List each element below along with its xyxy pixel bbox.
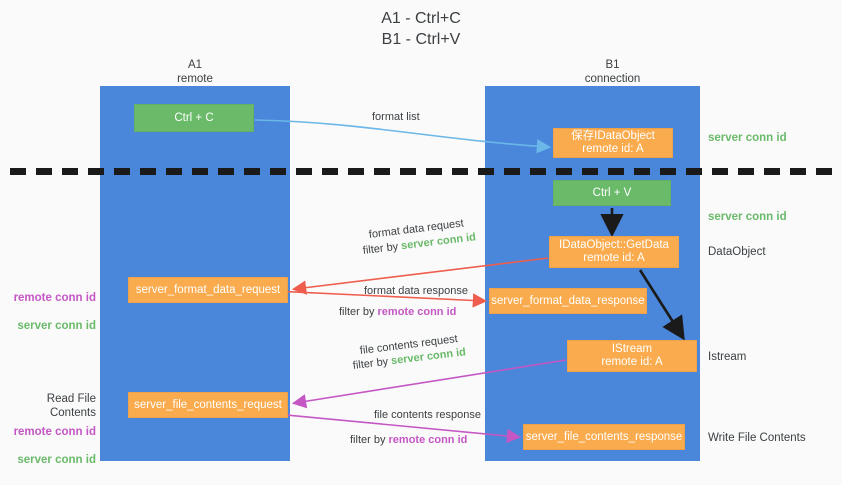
arrow-label-file-contents-response-filter: filter by remote conn id xyxy=(350,433,467,448)
note-remote-conn-id-1: remote conn id xyxy=(13,292,96,304)
note-conn-ids-lower: remote conn id server conn id xyxy=(8,411,96,467)
note-server-conn-id-2: server conn id xyxy=(17,454,96,466)
column-header-a1: A1 remote xyxy=(177,59,213,85)
box-server-format-data-request[interactable]: server_format_data_request xyxy=(128,277,288,303)
box-server-file-contents-response[interactable]: server_file_contents_response xyxy=(523,424,685,450)
box-server-format-data-response[interactable]: server_format_data_response xyxy=(489,288,647,314)
box-idataobject[interactable]: 保存IDataObject remote id: A xyxy=(553,128,673,158)
arrow-label-file-contents-response: file contents response xyxy=(374,409,482,421)
filter-prefix: filter by xyxy=(350,434,389,446)
arrow-label-format-data-response-filter: filter by remote conn id xyxy=(339,305,456,320)
note-conn-ids-upper: remote conn id server conn id xyxy=(8,277,96,333)
note-write-file-contents: Write File Contents xyxy=(708,432,806,444)
column-header-b1: B1 connection xyxy=(584,59,641,85)
filter-prefix: filter by xyxy=(339,306,378,318)
box-idataobject-getdata[interactable]: IDataObject::GetData remote id: A xyxy=(549,236,679,268)
note-server-conn-id-mid: server conn id xyxy=(708,211,787,223)
filter-value-remote-conn-id: remote conn id xyxy=(388,434,468,446)
diagram-title: A1 - Ctrl+C B1 - Ctrl+V xyxy=(381,10,461,48)
filter-value-remote-conn-id: remote conn id xyxy=(377,306,457,318)
filter-prefix: filter by xyxy=(352,355,392,372)
note-remote-conn-id-2: remote conn id xyxy=(13,426,96,438)
phase-separator-dashed-line xyxy=(10,168,832,175)
filter-prefix: filter by xyxy=(362,240,402,257)
box-istream[interactable]: IStream remote id: A xyxy=(567,340,697,372)
box-ctrl-c[interactable]: Ctrl + C xyxy=(134,104,254,132)
note-dataobject: DataObject xyxy=(708,246,766,258)
note-istream: Istream xyxy=(708,351,747,363)
arrow-label-format-data-response: format data response xyxy=(364,285,468,297)
note-server-conn-id-1: server conn id xyxy=(17,320,96,332)
note-server-conn-id-top: server conn id xyxy=(708,132,787,144)
arrow-label-format-list: format list xyxy=(372,111,420,123)
box-server-file-contents-request[interactable]: server_file_contents_request xyxy=(128,392,288,418)
note-read-file-contents: Read File Contents xyxy=(46,393,96,419)
box-ctrl-v[interactable]: Ctrl + V xyxy=(553,180,671,206)
